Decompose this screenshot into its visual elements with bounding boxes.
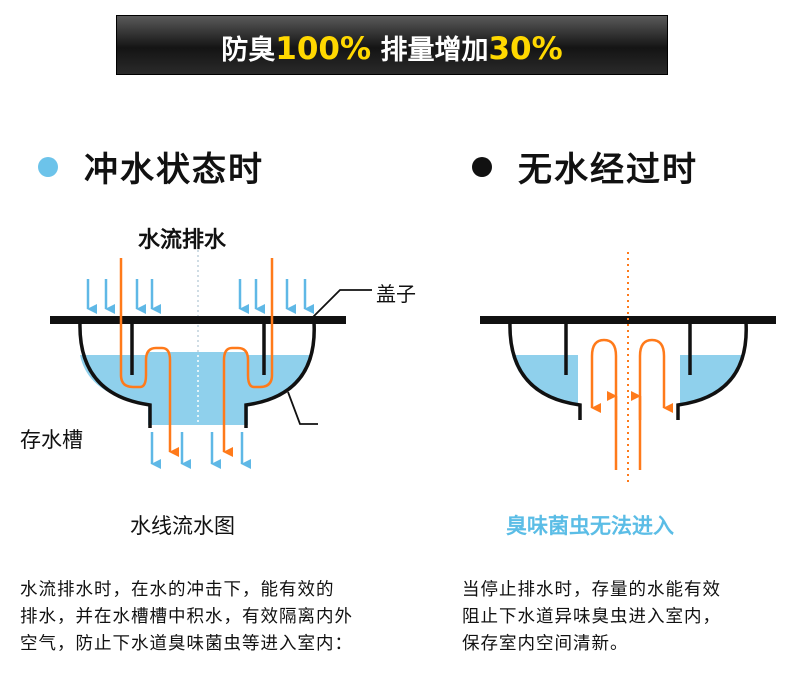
incoming-water-arrows-right — [238, 279, 314, 314]
right-bowl-outline — [244, 321, 316, 428]
right-description-line: 保存室内空间清新。 — [462, 634, 629, 654]
right-section-title: 无水经过时 — [472, 142, 698, 191]
left-drain-diagram — [50, 240, 372, 469]
lid — [50, 316, 346, 324]
left-bowl-outline — [78, 321, 152, 428]
left-caption: 水线流水图 — [130, 514, 235, 538]
right-caption: 臭味菌虫无法进入 — [506, 514, 674, 538]
odor-loop-right — [638, 338, 673, 470]
right-bowl-water — [248, 355, 312, 405]
left-title-text: 冲水状态时 — [84, 150, 264, 190]
flow-label: 水流排水 — [138, 228, 227, 253]
left-description-line: 排水，并在水槽槽中积水，有效隔离内外 — [20, 607, 353, 627]
flow-path-left — [119, 258, 179, 457]
right-description-line: 阻止下水道异味臭虫进入室内， — [462, 607, 721, 627]
tank-leader-line — [287, 391, 318, 425]
headline-part1: 防臭 — [221, 35, 276, 66]
headline-banner: 防臭100% 排量增加30% — [116, 15, 668, 75]
outgoing-water-arrows — [150, 432, 251, 469]
left-bowl-water — [80, 355, 148, 405]
right-description: 当停止排水时，存量的水能有效 阻止下水道异味臭虫进入室内， 保存室内空间清新。 — [462, 577, 721, 658]
headline-value1: 100% — [275, 31, 372, 67]
lid-leader-line — [311, 289, 372, 319]
core-water — [148, 352, 248, 425]
right-diagram-right-water — [680, 355, 744, 405]
incoming-water-arrows-left — [86, 279, 161, 314]
blue-dot-icon — [38, 157, 58, 177]
left-description-line: 水流排水时，在水的冲击下，能有效的 — [20, 580, 335, 600]
right-title-text: 无水经过时 — [518, 150, 698, 190]
right-drain-diagram — [480, 252, 776, 482]
right-description-line: 当停止排水时，存量的水能有效 — [462, 580, 721, 600]
headline-text: 防臭100% 排量增加30% — [117, 28, 667, 67]
left-description-line: 空气，防止下水道臭味菌虫等进入室内： — [20, 634, 353, 654]
right-diagram-left-water — [512, 355, 578, 405]
flow-path-right — [222, 258, 274, 457]
headline-value2: 30% — [488, 31, 563, 67]
headline-part2: 排量增加 — [380, 35, 489, 66]
odor-loop-left — [590, 338, 618, 470]
left-section-title: 冲水状态时 — [38, 142, 264, 191]
lid-label: 盖子 — [376, 282, 416, 306]
left-description: 水流排水时，在水的冲击下，能有效的 排水，并在水槽槽中积水，有效隔离内外 空气，… — [20, 577, 353, 658]
tank-label: 存水槽 — [20, 428, 83, 452]
black-dot-icon — [472, 157, 492, 177]
